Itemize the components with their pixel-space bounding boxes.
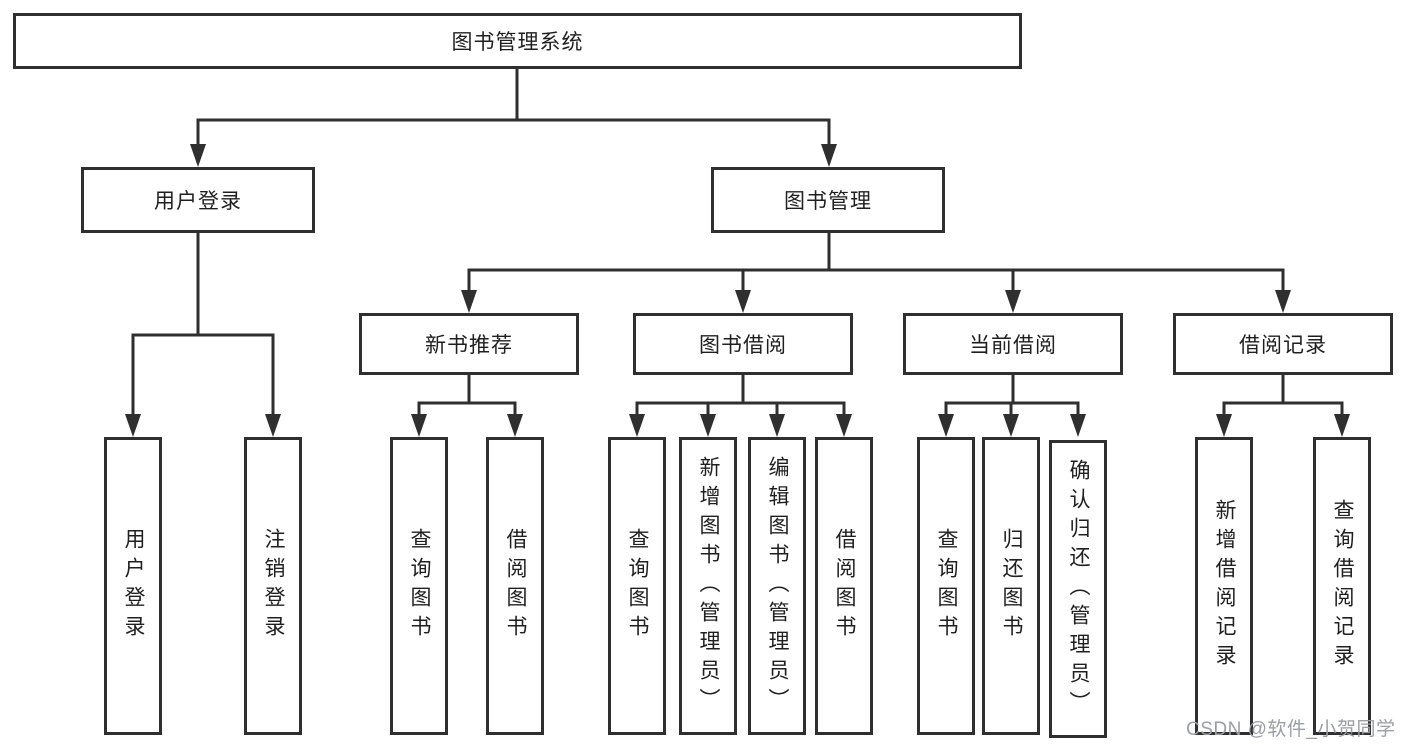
node-borrowing-records: 借阅记录 <box>1173 313 1393 375</box>
arrowhead <box>1216 414 1232 437</box>
leaf-borrow-books-borrowing: 借阅图书 <box>815 437 873 735</box>
leaf-return-book: 归还图书 <box>982 437 1040 735</box>
leaf-add-borrow-record: 新增借阅记录 <box>1195 437 1253 735</box>
leaf-query-books-borrowing: 查询图书 <box>608 437 666 735</box>
arrowhead <box>507 414 523 437</box>
arrowhead <box>938 414 954 437</box>
arrowhead <box>1070 414 1086 437</box>
leaf-query-books-current: 查询图书 <box>917 437 975 735</box>
leaf-user-login: 用户登录 <box>104 437 162 735</box>
arrowhead <box>1003 414 1019 437</box>
leaf-query-books-recommend: 查询图书 <box>390 437 448 735</box>
node-book-borrowing: 图书借阅 <box>633 313 853 375</box>
arrowhead <box>265 414 281 437</box>
node-root-library-system: 图书管理系统 <box>13 13 1022 69</box>
arrowhead <box>1334 414 1350 437</box>
leaf-query-borrow-record: 查询借阅记录 <box>1313 437 1371 735</box>
leaf-confirm-return-admin: 确认归还（管理员） <box>1049 440 1107 738</box>
arrowhead <box>769 414 785 437</box>
arrowhead <box>836 414 852 437</box>
csdn-watermark: CSDN @软件_小贺同学 <box>1186 719 1396 740</box>
node-user-login: 用户登录 <box>81 167 315 233</box>
arrowhead <box>700 414 716 437</box>
arrowhead <box>629 414 645 437</box>
node-current-borrowing: 当前借阅 <box>903 313 1123 375</box>
arrowhead <box>461 290 477 313</box>
arrowhead <box>1275 290 1291 313</box>
leaf-edit-book-admin: 编辑图书（管理员） <box>748 437 806 735</box>
arrowhead <box>735 290 751 313</box>
leaf-borrow-books-recommend: 借阅图书 <box>486 437 544 735</box>
leaf-add-book-admin: 新增图书（管理员） <box>679 437 737 735</box>
node-book-management: 图书管理 <box>711 167 945 233</box>
arrowhead <box>411 414 427 437</box>
node-new-book-recommend: 新书推荐 <box>359 313 579 375</box>
leaf-logout: 注销登录 <box>244 437 302 735</box>
arrowhead <box>821 144 837 167</box>
arrowhead <box>125 414 141 437</box>
arrowhead <box>190 144 206 167</box>
arrowheads <box>125 144 1350 437</box>
arrowhead <box>1005 290 1021 313</box>
